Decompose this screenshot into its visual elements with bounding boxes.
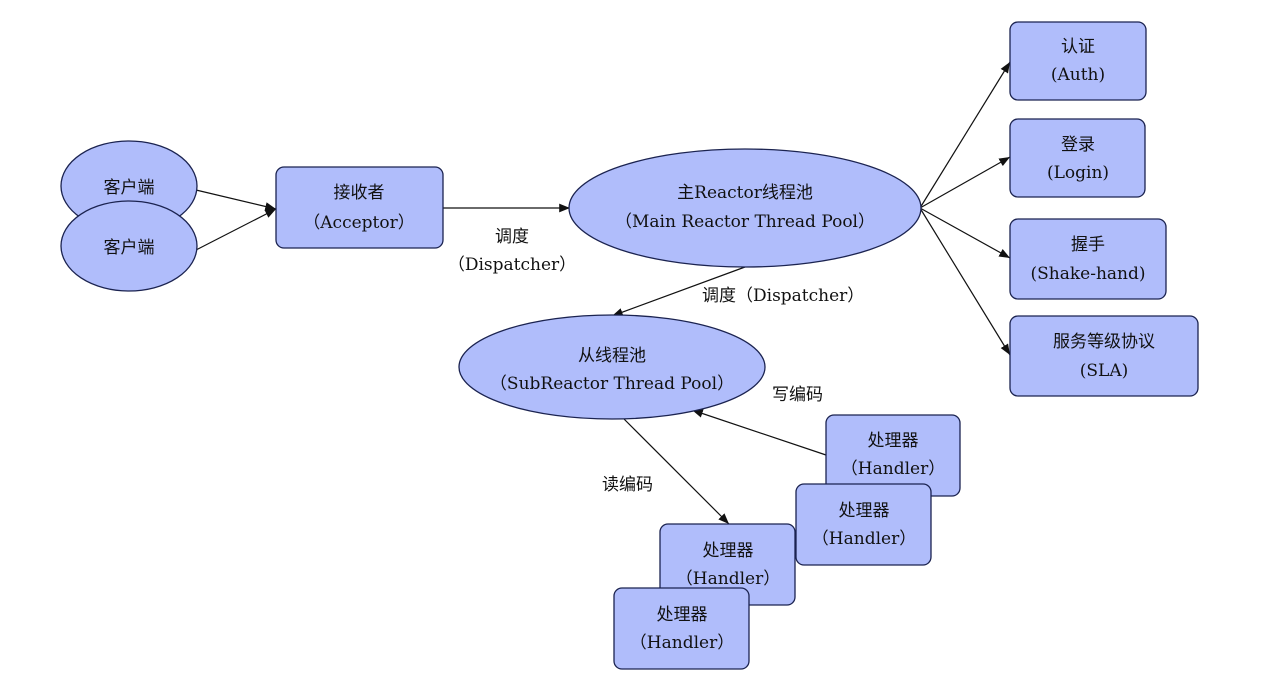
sla-subtitle: (SLA) — [1080, 361, 1128, 381]
client-label: 客户端 — [104, 178, 155, 198]
handler-node-4: 处理器 （Handler） — [613, 587, 750, 670]
sla-node: 服务等级协议 (SLA) — [1009, 315, 1199, 397]
auth-title: 认证 — [1061, 37, 1095, 57]
dispatch-label-1-en: （Dispatcher） — [448, 255, 576, 275]
shake-hand-subtitle: (Shake-hand) — [1030, 264, 1145, 284]
login-node: 登录 (Login) — [1009, 118, 1146, 198]
login-title: 登录 — [1061, 135, 1095, 155]
main-reactor-subtitle: （Main Reactor Thread Pool） — [615, 212, 875, 232]
edge-handler-sub-write — [691, 409, 827, 456]
client-node-2: 客户端 — [60, 200, 198, 292]
edge-client1-acceptor — [195, 189, 277, 211]
auth-node: 认证 (Auth) — [1009, 21, 1147, 101]
edge-client2-acceptor — [195, 208, 277, 251]
handler-subtitle: （Handler） — [812, 529, 916, 549]
edge-sub-handler-read — [623, 418, 730, 525]
handler-subtitle: （Handler） — [676, 569, 780, 589]
edge-main-shake — [919, 207, 1011, 259]
handler-subtitle: （Handler） — [630, 633, 734, 653]
handler-subtitle: （Handler） — [841, 459, 945, 479]
edge-main-auth — [919, 61, 1011, 209]
auth-subtitle: (Auth) — [1051, 65, 1105, 85]
acceptor-title: 接收者 — [334, 183, 385, 203]
handler-node-3: 处理器 （Handler） — [659, 523, 796, 606]
acceptor-subtitle: （Acceptor） — [303, 213, 414, 233]
client-label: 客户端 — [104, 238, 155, 258]
write-encode-label: 写编码 — [772, 385, 823, 405]
handler-title: 处理器 — [868, 431, 919, 451]
handler-title: 处理器 — [657, 605, 708, 625]
sub-reactor-title: 从线程池 — [578, 346, 646, 366]
dispatch-label-2: 调度（Dispatcher） — [702, 286, 864, 306]
shake-hand-node: 握手 (Shake-hand) — [1009, 218, 1167, 300]
main-reactor-title: 主Reactor线程池 — [677, 183, 813, 203]
shake-hand-title: 握手 — [1071, 235, 1105, 255]
acceptor-node: 接收者 （Acceptor） — [275, 166, 444, 249]
edge-main-sub — [611, 266, 746, 317]
dispatch-label-1: 调度 — [495, 227, 529, 247]
handler-title: 处理器 — [839, 501, 890, 521]
sla-title: 服务等级协议 — [1053, 332, 1155, 352]
login-subtitle: (Login) — [1047, 163, 1109, 183]
sub-reactor-node: 从线程池 （SubReactor Thread Pool） — [458, 314, 766, 420]
sub-reactor-subtitle: （SubReactor Thread Pool） — [490, 374, 734, 394]
edge-main-sla — [919, 207, 1011, 356]
read-encode-label: 读编码 — [602, 475, 653, 495]
handler-node-2: 处理器 （Handler） — [795, 483, 932, 566]
main-reactor-node: 主Reactor线程池 （Main Reactor Thread Pool） — [568, 148, 922, 268]
handler-title: 处理器 — [703, 541, 754, 561]
edge-main-login — [919, 156, 1011, 209]
